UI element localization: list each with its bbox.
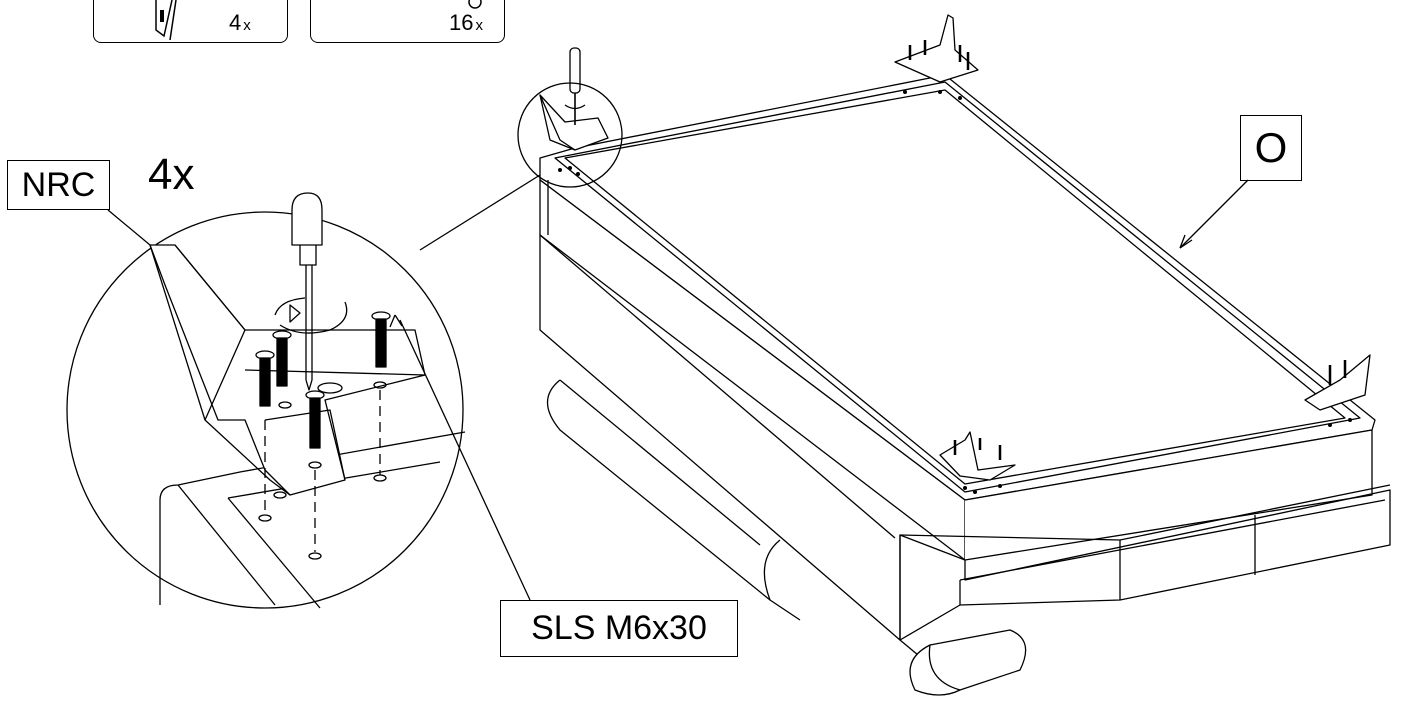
screwdriver-small xyxy=(564,47,586,125)
screw-label-text: SLS M6x30 xyxy=(531,609,707,647)
multiplier-label: 4x xyxy=(148,150,195,199)
frame-label: O xyxy=(1240,115,1302,181)
screw-unit: x xyxy=(475,17,483,34)
bracket-label: NRC xyxy=(7,160,110,210)
screws xyxy=(255,311,391,449)
detail-view xyxy=(66,192,531,609)
corner-bracket-bottom-right xyxy=(1304,354,1371,411)
screw-icon xyxy=(468,0,482,9)
bracket-label-text: NRC xyxy=(21,165,96,204)
screwdriver-large xyxy=(274,192,348,391)
corner-bracket-bottom-left xyxy=(939,431,1016,481)
corner-bracket-icon xyxy=(155,0,177,41)
corner-bracket-top-right xyxy=(894,14,979,83)
corner-bracket-top-left xyxy=(539,94,609,151)
frame-label-text: O xyxy=(1254,124,1288,171)
bracket-quantity: 4 xyxy=(229,10,242,35)
bracket-unit: x xyxy=(243,17,251,34)
screw-quantity: 16 xyxy=(449,10,474,35)
table-assembly xyxy=(419,14,1391,696)
screw-label: SLS M6x30 xyxy=(500,600,738,657)
detail-callout-circle xyxy=(517,82,623,188)
